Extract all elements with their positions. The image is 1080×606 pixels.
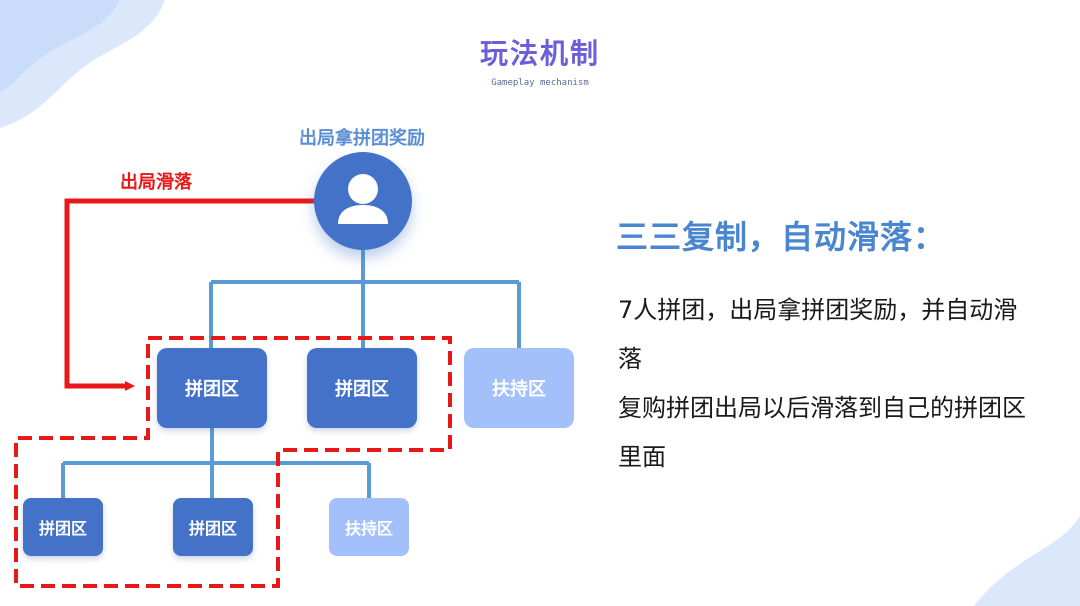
user-icon — [338, 174, 388, 224]
page-title: 玩法机制 — [479, 37, 600, 70]
node-label: 拼团区 — [38, 519, 87, 538]
level1-group-zone-right: 拼团区 — [307, 348, 417, 428]
user-avatar — [314, 152, 412, 250]
exit-reward-label: 出局拿拼团奖励 — [299, 128, 425, 149]
level2-support-zone: 扶持区 — [329, 498, 409, 556]
description-paragraph: 复购拼团出局以后滑落到自己的拼团区里面 — [618, 394, 1026, 471]
mechanism-description: 7人拼团，出局拿拼团奖励，并自动滑落 复购拼团出局以后滑落到自己的拼团区里面 — [618, 286, 1038, 482]
node-label: 扶持区 — [344, 519, 393, 538]
node-label: 拼团区 — [188, 519, 237, 538]
level1-support-zone: 扶持区 — [464, 348, 574, 428]
description-paragraph: 7人拼团，出局拿拼团奖励，并自动滑落 — [618, 296, 1018, 373]
node-label: 拼团区 — [185, 379, 239, 400]
level2-group-zone-left: 拼团区 — [23, 498, 103, 556]
slide-down-label: 出局滑落 — [120, 172, 192, 193]
slide-arrow — [64, 198, 316, 391]
connector-lines — [61, 250, 521, 498]
node-label: 拼团区 — [335, 379, 389, 400]
mechanism-heading: 三三复制，自动滑落： — [616, 218, 947, 256]
group-zone-dashed-border — [14, 336, 452, 588]
level1-group-zone-left: 拼团区 — [157, 348, 267, 428]
level2-group-zone-right: 拼团区 — [173, 498, 253, 556]
page-subtitle: Gameplay mechanism — [491, 78, 589, 88]
node-label: 扶持区 — [492, 379, 546, 400]
